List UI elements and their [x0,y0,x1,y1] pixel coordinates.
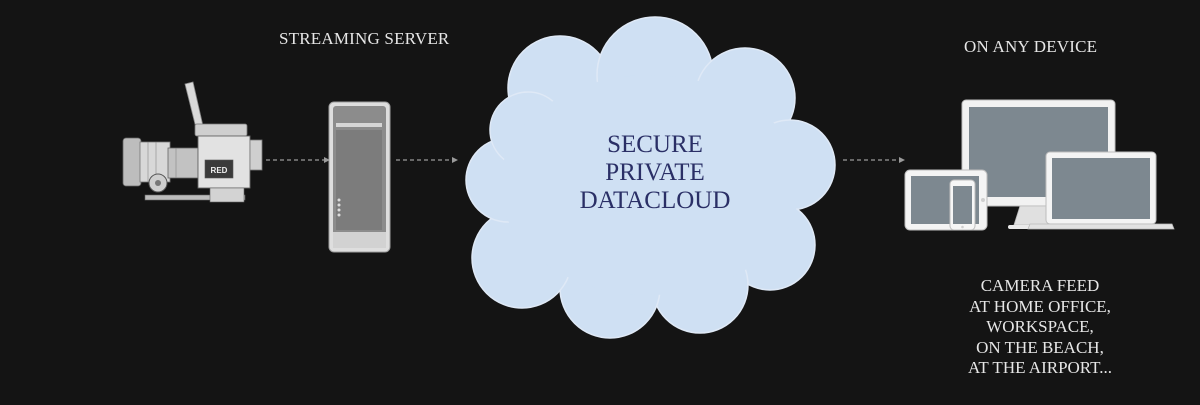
cloud-line: PRIVATE [605,159,705,186]
caption-line: CAMERA FEED [980,276,1100,295]
datacloud-label: SECURE PRIVATE DATACLOUD [555,131,755,215]
device-caption: CAMERA FEED AT HOME OFFICE, WORKSPACE, O… [935,276,1145,379]
connector-cloud-to-devices [843,157,905,163]
connector-server-to-cloud [396,157,458,163]
laptop-icon [1027,151,1175,230]
phone-icon [949,179,976,231]
server-tower-icon [328,101,391,253]
caption-line: WORKSPACE, [986,317,1094,336]
camera-brand-text: RED [211,166,228,175]
cloud-line: SECURE [607,131,703,158]
datacloud-shape [465,16,836,339]
connector-camera-to-server [266,157,330,163]
on-any-device-label: ON ANY DEVICE [964,37,1098,56]
caption-line: AT THE AIRPORT... [968,358,1112,377]
streaming-server-label: STREAMING SERVER [279,29,450,48]
cinema-camera-icon: RED [122,81,263,203]
devices-icon [904,99,1175,231]
caption-line: ON THE BEACH, [976,337,1104,357]
cloud-line: DATACLOUD [579,187,731,214]
caption-line: AT HOME OFFICE, [969,296,1111,316]
